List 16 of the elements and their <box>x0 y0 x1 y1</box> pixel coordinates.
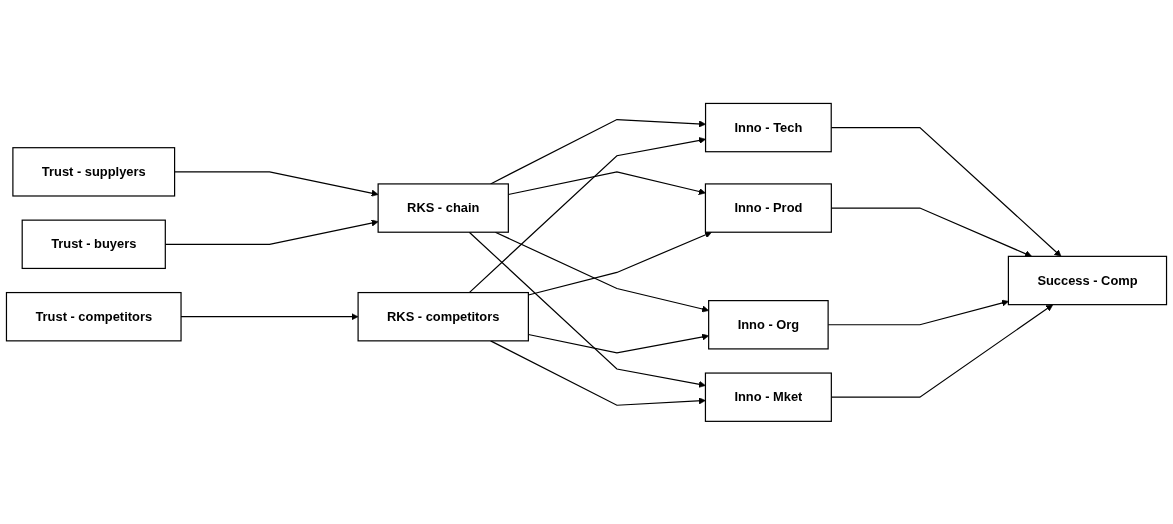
node-box: Inno - Tech <box>704 102 832 152</box>
node-box: Inno - Mket <box>704 372 832 422</box>
arrow <box>468 136 706 293</box>
node-box: Trust - supplyers <box>12 146 176 197</box>
arrow <box>490 339 706 406</box>
node-box: RKS - competitors <box>357 291 529 342</box>
arrow <box>174 170 379 197</box>
node-box: RKS - chain <box>377 182 509 233</box>
node-box: Inno - Prod <box>704 182 832 233</box>
arrow <box>494 231 709 313</box>
node-box: Inno - Org <box>708 299 829 350</box>
arrow <box>468 231 706 388</box>
arrow <box>490 118 706 185</box>
node-box: Success - Comp <box>1007 255 1168 305</box>
node-box: Trust - buyers <box>21 219 166 269</box>
node-box: Trust - competitors <box>5 291 182 342</box>
